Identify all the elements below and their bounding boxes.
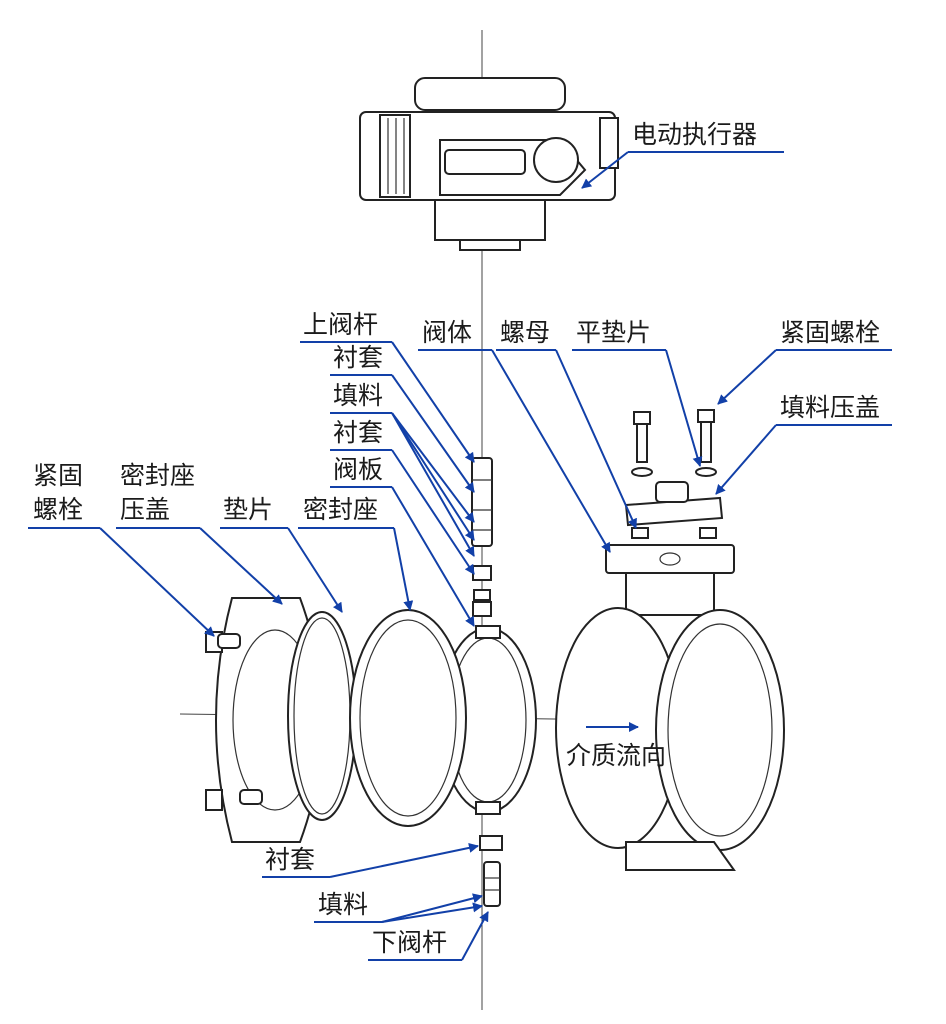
gasket-ring: [287, 611, 357, 821]
leader-bolt-top-right: [717, 349, 777, 405]
lower-stem: [483, 861, 501, 907]
label-actuator: 电动执行器: [632, 120, 757, 149]
label-flow-direction: 介质流向: [566, 741, 666, 770]
leader-bolt-left: [99, 527, 215, 637]
label-bolt-left-line2: 螺栓: [33, 495, 83, 524]
label-flat-washer: 平垫片: [576, 318, 651, 347]
leader-packing-gland: [715, 424, 777, 495]
packing-part: [473, 589, 491, 601]
label-disc: 阀板: [333, 455, 383, 484]
label-upper-stem: 上阀杆: [303, 310, 378, 339]
label-bushing-2: 衬套: [333, 418, 383, 447]
electric-actuator: [359, 77, 619, 251]
leader-disc: [391, 486, 475, 627]
leader-bushing-bottom: [329, 842, 479, 878]
label-bolt-top-right: 紧固螺栓: [780, 318, 880, 347]
upper-stem: [471, 457, 493, 547]
leader-packing-1c: [391, 412, 475, 557]
leader-lower-stem: [461, 911, 489, 961]
bottom-bushing-part: [479, 835, 503, 851]
label-nut: 螺母: [500, 318, 550, 347]
label-seat-cover-line2: 压盖: [120, 495, 170, 524]
label-gasket: 垫片: [223, 495, 273, 524]
label-bushing-bottom: 衬套: [265, 845, 315, 874]
label-packing-1: 填料: [333, 381, 383, 410]
bushing-part: [472, 565, 492, 581]
leader-body: [491, 349, 611, 553]
leader-bushing-1: [391, 374, 475, 493]
leader-packing-1b: [391, 412, 475, 541]
label-bushing-1: 衬套: [333, 343, 383, 372]
leader-seat-cover: [199, 527, 283, 605]
leader-seat: [393, 527, 414, 611]
leader-upper-stem: [391, 341, 475, 463]
label-bolt-left-line1: 紧固: [33, 461, 83, 490]
label-packing-bottom: 填料: [318, 890, 368, 919]
leader-packing-bottom-a: [381, 893, 483, 923]
leader-gasket: [287, 527, 343, 613]
label-seat: 密封座: [303, 495, 378, 524]
leader-packing-1a: [391, 412, 475, 523]
leader-actuator: [581, 151, 629, 189]
label-lower-stem: 下阀杆: [372, 928, 447, 957]
leader-bushing-2: [391, 449, 475, 575]
label-packing-gland: 填料压盖: [780, 393, 880, 422]
leader-packing-bottom-b: [381, 902, 483, 923]
label-seat-cover-line1: 密封座: [120, 461, 195, 490]
seat-ring: [349, 609, 467, 827]
label-body: 阀体: [422, 318, 472, 347]
top-bolts: [631, 409, 717, 477]
leader-nut: [555, 349, 637, 529]
leader-flat-washer: [665, 349, 703, 467]
valve-body: [555, 544, 785, 871]
packing-gland-part: [624, 481, 724, 539]
bushing-part-2: [472, 601, 492, 617]
